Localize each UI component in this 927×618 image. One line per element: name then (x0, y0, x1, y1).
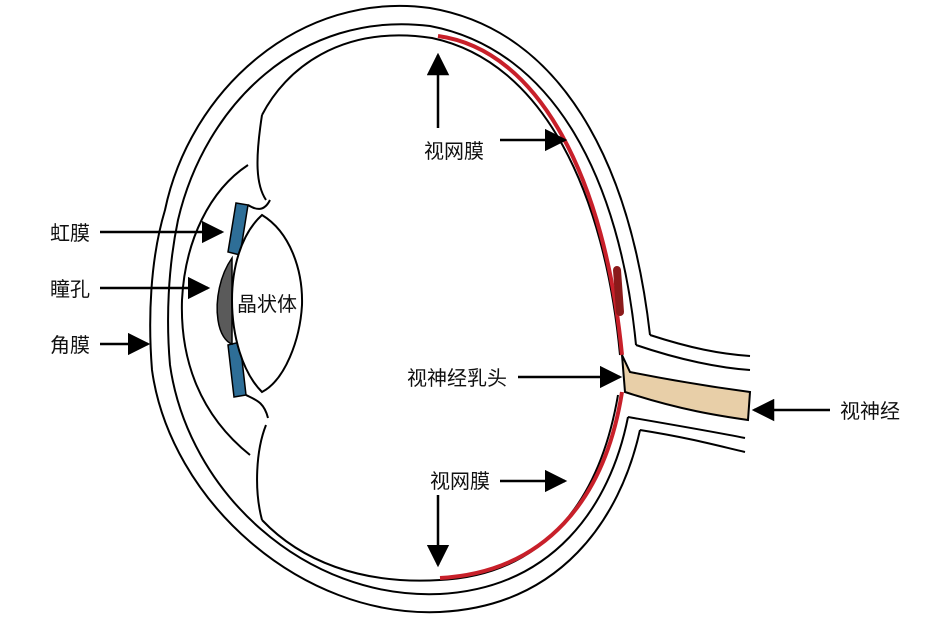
label-lens: 晶状体 (237, 292, 297, 316)
label-optic-disc: 视神经乳头 (407, 366, 507, 390)
label-cornea: 角膜 (50, 333, 90, 357)
optic-nerve-sheath-bottom (639, 429, 746, 453)
optic-nerve-sheath-bottom-inner (627, 416, 746, 439)
optic-nerve-sheath-top (649, 334, 751, 357)
cornea-curve (180, 164, 251, 456)
zonule-top (247, 199, 271, 210)
zonule-bottom (245, 394, 269, 419)
retina-top-arc (437, 34, 624, 356)
label-retina-bottom: 视网膜 (430, 469, 490, 493)
label-retina-top: 视网膜 (424, 139, 484, 163)
sclera-inner (167, 23, 637, 596)
label-iris: 虹膜 (50, 221, 90, 245)
label-optic-nerve: 视神经 (840, 399, 900, 423)
optic-nerve-sheath-top-inner (635, 344, 751, 371)
lens-shape (230, 213, 304, 394)
optic-nerve (621, 354, 752, 422)
blind-spot-mark (613, 266, 624, 316)
retina-bottom-arc (439, 391, 624, 580)
choroid-layer (261, 34, 621, 582)
pupil-shape (216, 255, 233, 346)
label-pupil: 瞳孔 (50, 277, 90, 301)
ciliary-curve (256, 114, 267, 521)
sclera-outer (149, 4, 651, 614)
